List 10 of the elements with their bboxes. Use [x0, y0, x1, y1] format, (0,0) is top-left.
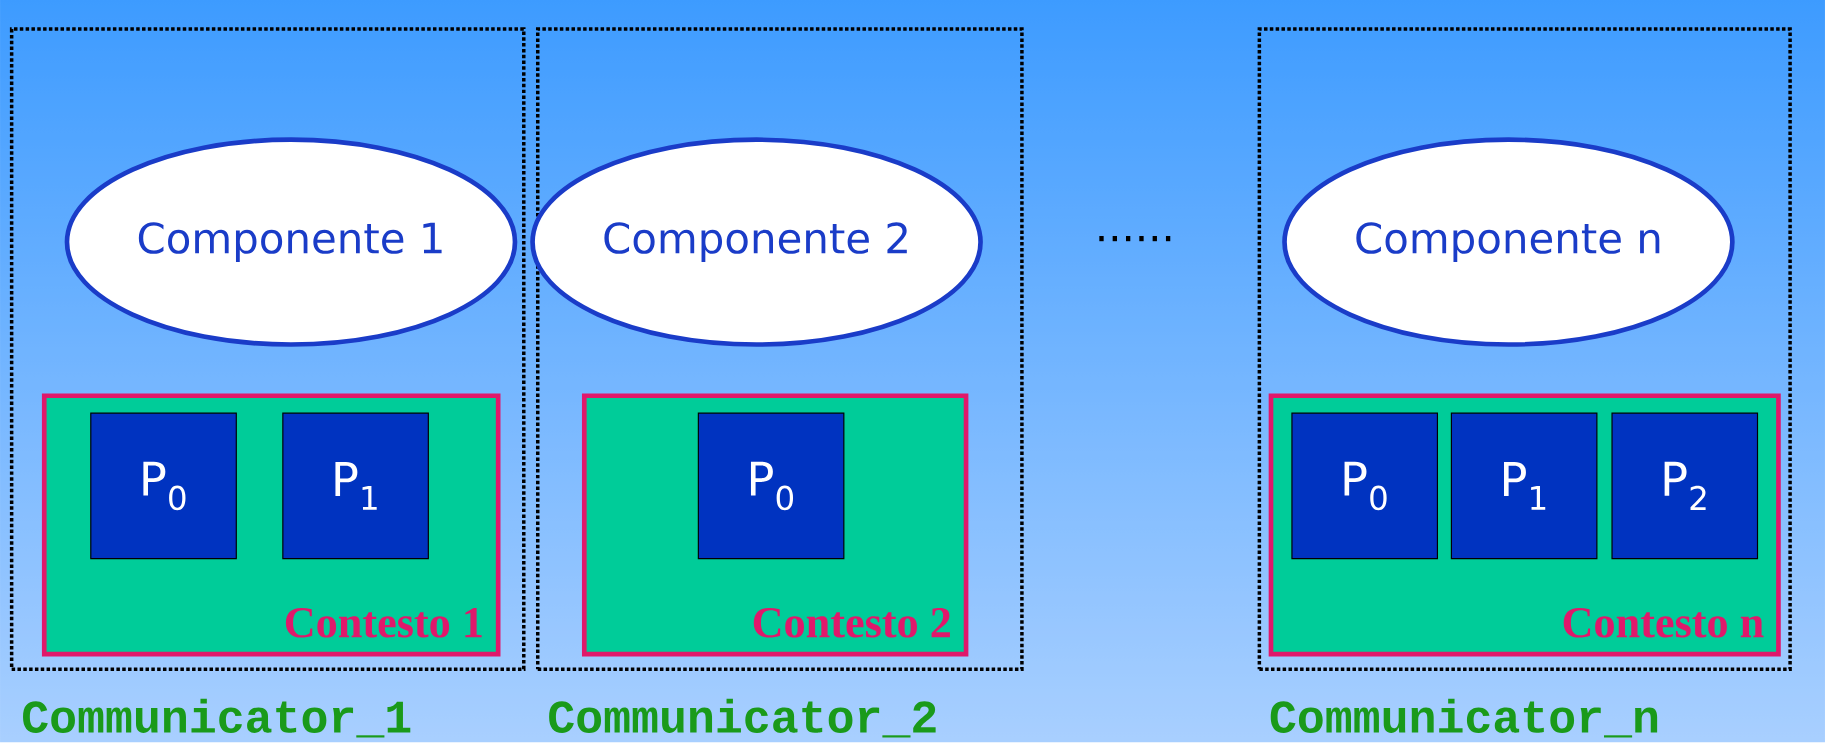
process-square: P$_{1}$ [282, 412, 429, 560]
process-square: P$_{2}$ [1611, 412, 1759, 560]
communicator-label: Communicator_1 [23, 699, 411, 738]
process-square: P$_{0}$ [90, 412, 237, 560]
communicator-label: Communicator_2 [549, 699, 936, 738]
process-square: P$_{0}$ [1291, 412, 1438, 560]
ellipsis-text: ...... [1099, 236, 1171, 242]
process-square: P$_{0}$ [697, 412, 845, 560]
process-square: P$_{1}$ [1450, 412, 1598, 560]
communicator-label: Communicator_n [1270, 699, 1658, 738]
